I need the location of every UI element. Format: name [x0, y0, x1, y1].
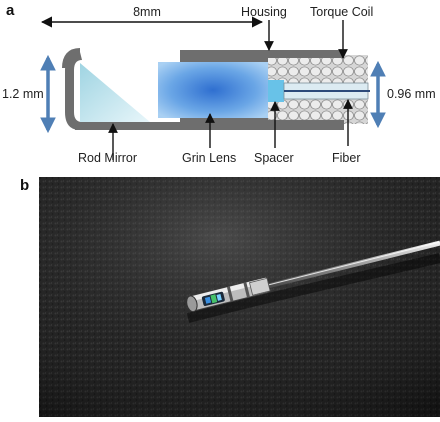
torque-coil-label: Torque Coil — [310, 5, 373, 19]
grin-lens-label: Grin Lens — [182, 151, 236, 165]
grin-lens — [158, 62, 268, 118]
probe-shaft — [267, 240, 440, 289]
housing-label: Housing — [241, 5, 287, 19]
length-dimension-label: 8mm — [133, 5, 161, 19]
spacer — [268, 80, 284, 102]
probe-head — [186, 277, 271, 313]
outer-diameter-label: 1.2 mm — [2, 87, 44, 101]
panel-a-label: a — [6, 2, 15, 19]
panel-b-label: b — [20, 177, 29, 194]
fiber-label: Fiber — [332, 151, 360, 165]
rod-mirror-label: Rod Mirror — [78, 151, 137, 165]
spacer-label: Spacer — [254, 151, 294, 165]
inner-diameter-label: 0.96 mm — [387, 87, 436, 101]
probe-photo — [39, 177, 440, 417]
rod-mirror — [80, 63, 150, 122]
